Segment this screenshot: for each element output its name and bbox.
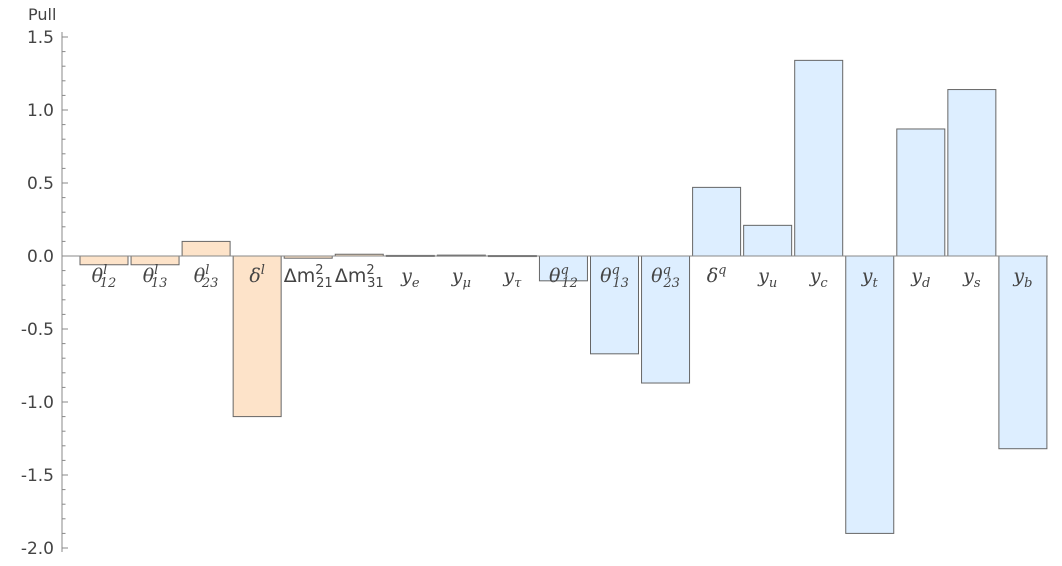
category-label: δl: [249, 263, 265, 287]
y-tick-label: 1.5: [27, 28, 54, 48]
bar-18: [998, 255, 1048, 450]
bar-17: [947, 89, 997, 257]
y-tick-label: 0.0: [27, 247, 54, 267]
y-tick-label: -0.5: [21, 320, 54, 340]
category-label: yd: [910, 265, 930, 291]
bar-9: [538, 255, 588, 282]
category-label: yb: [1012, 265, 1032, 291]
category-label: ys: [962, 265, 981, 291]
y-axis-ticks: 1.5 1.0 0.5 0.0 -0.5 -1.0 -1.5 -2.0: [21, 28, 68, 559]
y-axis-label: Pull: [28, 5, 56, 24]
category-label: yc: [809, 265, 829, 291]
bar-14: [794, 59, 844, 257]
y-tick-label: -2.0: [21, 539, 54, 559]
y-tick-label: -1.5: [21, 466, 54, 486]
category-label: yu: [757, 265, 777, 291]
y-tick-label: 1.0: [27, 101, 54, 121]
category-label: yt: [861, 265, 879, 291]
bar-13: [743, 224, 793, 257]
axes: [61, 32, 1048, 552]
y-tick-label: 0.5: [27, 174, 54, 194]
bar-15: [845, 255, 895, 534]
category-label: δq: [707, 263, 727, 287]
bar-2: [181, 240, 231, 257]
y-tick-label: -1.0: [21, 393, 54, 413]
category-label: yμ: [451, 265, 471, 291]
category-label: ye: [400, 265, 420, 291]
bar-3: [232, 255, 282, 418]
bar-12: [692, 186, 742, 257]
category-label: yτ: [502, 265, 522, 291]
bars-group: [79, 59, 1048, 534]
bar-11: [641, 255, 691, 384]
bar-16: [896, 128, 946, 257]
